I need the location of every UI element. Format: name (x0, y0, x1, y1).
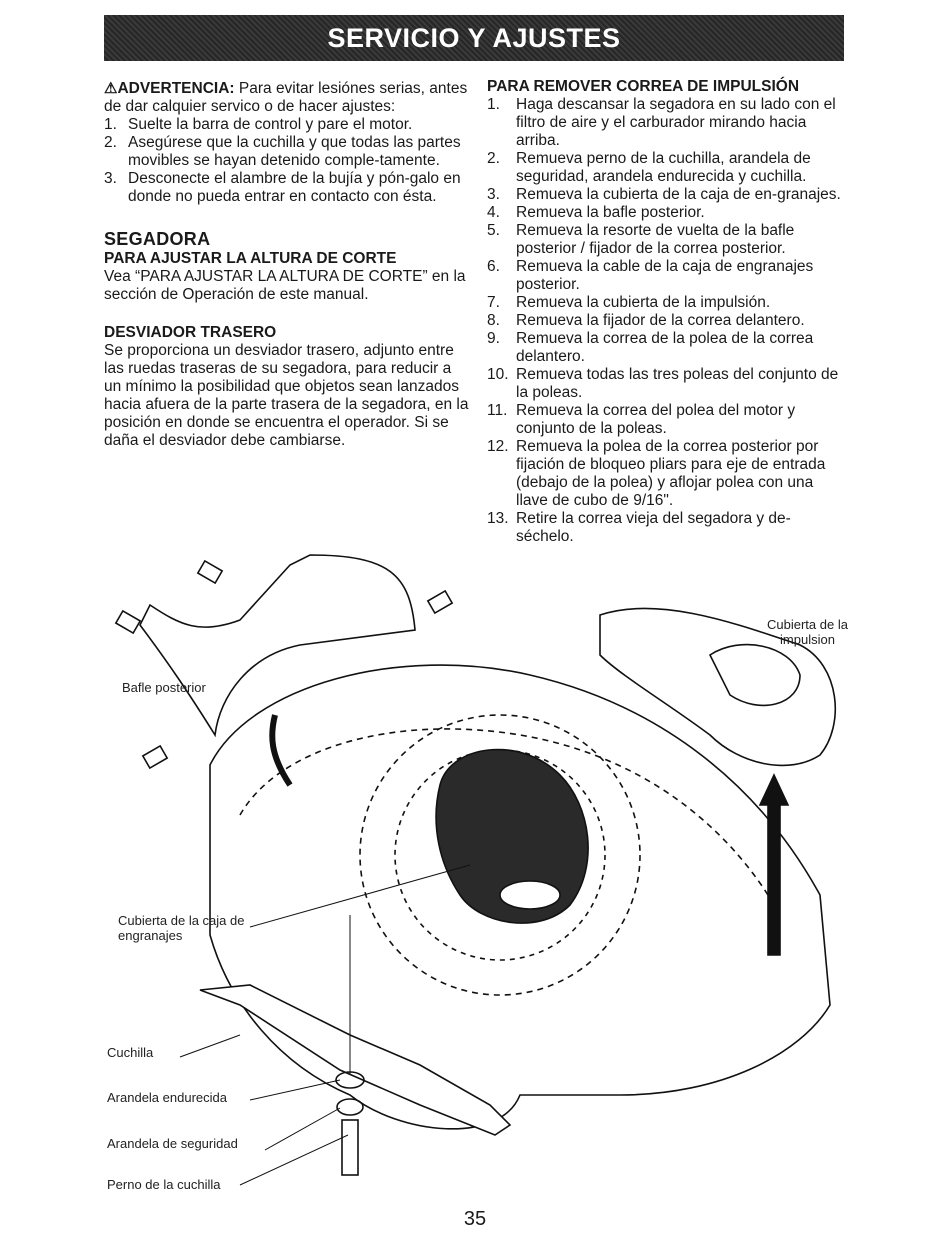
label-cubierta-impulsion: Cubierta de la impulsion (767, 617, 848, 647)
blade-bolt (341, 1119, 359, 1176)
list-item: 2. Asegúrese que la cuchilla y que todas … (104, 134, 469, 170)
label-bafle: Bafle posterior (122, 680, 206, 695)
blade (199, 984, 512, 1136)
item-text: Remueva la cubierta de la impulsión. (516, 294, 771, 311)
up-arrow (758, 773, 790, 956)
list-item: 13. Retire la correa vieja del segadora y… (487, 510, 847, 546)
item-number: 1. (104, 116, 117, 133)
item-text: Remueva la polea de la correa posterior … (516, 438, 826, 509)
item-text: Desconecte el alambre de la bujía y pón-… (128, 170, 461, 205)
warning-list: 1. Suelte la barra de control y pare el m… (104, 116, 469, 206)
item-number: 2. (487, 150, 500, 167)
bolt-1 (196, 559, 224, 585)
item-number: 11. (487, 402, 508, 419)
desviador-text: Se proporciona un desviador trasero, adj… (104, 342, 469, 449)
item-number: 9. (487, 330, 500, 347)
list-item: 12. Remueva la polea de la correa posteri… (487, 438, 847, 510)
section-title: SERVICIO Y AJUSTES (327, 22, 621, 53)
page-number: 35 (463, 1208, 487, 1230)
item-text: Retire la correa vieja del segadora y de… (516, 510, 791, 545)
deck-rim (239, 728, 781, 916)
bolt-4 (141, 744, 169, 770)
warning-intro: Para evitar lesiónes serias, antes de da… (104, 80, 468, 115)
item-number: 3. (104, 170, 117, 187)
drive-cover (599, 607, 837, 767)
item-number: 8. (487, 312, 500, 329)
item-text: Suelte la barra de control y pare el mot… (128, 116, 413, 133)
label-cubierta-caja: Cubierta de la caja de engranajes (118, 913, 245, 943)
label-arandela-seguridad: Arandela de seguridad (107, 1136, 238, 1151)
list-item: 10. Remueva todas las tres poleas del con… (487, 366, 847, 402)
list-item: 1. Suelte la barra de control y pare el m… (104, 116, 469, 134)
item-number: 2. (104, 134, 117, 151)
item-text: Asegúrese que la cuchilla y que todas la… (128, 134, 461, 169)
drive-cover-top (708, 643, 801, 707)
warning-block: ⚠ADVERTENCIA: Para evitar lesiónes seria… (104, 80, 469, 206)
gearbox-opening (499, 880, 561, 910)
correa-steps: 1. Haga descansar la segadora en su lado … (487, 96, 847, 546)
list-item: 1. Haga descansar la segadora en su lado … (487, 96, 847, 150)
bolt-3 (426, 589, 454, 615)
right-column: PARA REMOVER CORREA DE IMPULSIÓN 1. Haga … (487, 78, 847, 546)
item-text: Remueva la correa de la polea de la corr… (516, 330, 814, 365)
warning-heading: ADVERTENCIA: (117, 80, 235, 97)
mower-diagram (114, 554, 837, 1186)
curved-arrow (269, 714, 293, 787)
item-number: 4. (487, 204, 500, 221)
list-item: 3. Remueva la cubierta de la caja de en-g… (487, 186, 847, 204)
item-text: Haga descansar la segadora en su lado co… (516, 96, 836, 149)
item-number: 5. (487, 222, 500, 239)
list-item: 2. Remueva perno de la cuchilla, arandela… (487, 150, 847, 186)
list-item: 4. Remueva la bafle posterior. (487, 204, 847, 222)
item-text: Remueva la bafle posterior. (516, 204, 705, 221)
list-item: 5. Remueva la resorte de vuelta de la baf… (487, 222, 847, 258)
list-item: 8. Remueva la fijador de la correa delant… (487, 312, 847, 330)
section-header: SERVICIO Y AJUSTES (104, 15, 844, 61)
list-item: 11. Remueva la correa del polea del motor… (487, 402, 847, 438)
altura-heading: PARA AJUSTAR LA ALTURA DE CORTE (104, 250, 397, 267)
item-number: 7. (487, 294, 500, 311)
list-item: 3. Desconecte el alambre de la bujía y pó… (104, 170, 469, 206)
item-text: Remueva la cubierta de la caja de en-gra… (516, 186, 841, 203)
item-number: 3. (487, 186, 500, 203)
item-number: 12. (487, 438, 509, 455)
list-item: 9. Remueva la correa de la polea de la co… (487, 330, 847, 366)
item-text: Remueva la fijador de la correa delanter… (516, 312, 805, 329)
item-text: Remueva perno de la cuchilla, arandela d… (516, 150, 811, 185)
list-item: 6. Remueva la cable de la caja de engrana… (487, 258, 847, 294)
segadora-heading: SEGADORA (104, 229, 211, 249)
item-text: Remueva la cable de la caja de engranaje… (516, 258, 814, 293)
blade-circle-outer (359, 714, 641, 996)
item-text: Remueva todas las tres poleas del conjun… (516, 366, 839, 401)
label-cuchilla: Cuchilla (107, 1045, 154, 1060)
bolt-2 (114, 609, 142, 635)
correa-heading: PARA REMOVER CORREA DE IMPULSIÓN (487, 78, 800, 95)
item-number: 13. (487, 510, 509, 527)
item-number: 1. (487, 96, 500, 113)
item-text: Remueva la correa del polea del motor y … (516, 402, 796, 437)
label-arandela-endurecida: Arandela endurecida (107, 1090, 227, 1105)
left-column: ⚠ADVERTENCIA: Para evitar lesiónes seria… (104, 80, 469, 450)
item-text: Remueva la resorte de vuelta de la bafle… (516, 222, 795, 257)
list-item: 7. Remueva la cubierta de la impulsión. (487, 294, 847, 312)
rear-baffle (139, 554, 416, 738)
gearbox-cover (435, 748, 589, 924)
label-perno: Perno de la cuchilla (107, 1177, 221, 1192)
washer-lock (336, 1098, 364, 1116)
item-number: 10. (487, 366, 509, 383)
item-number: 6. (487, 258, 500, 275)
desviador-heading: DESVIADOR TRASERO (104, 324, 277, 341)
altura-text: Vea “PARA AJUSTAR LA ALTURA DE CORTE” en… (104, 268, 466, 303)
warning-triangle-icon: ⚠ (104, 80, 118, 97)
